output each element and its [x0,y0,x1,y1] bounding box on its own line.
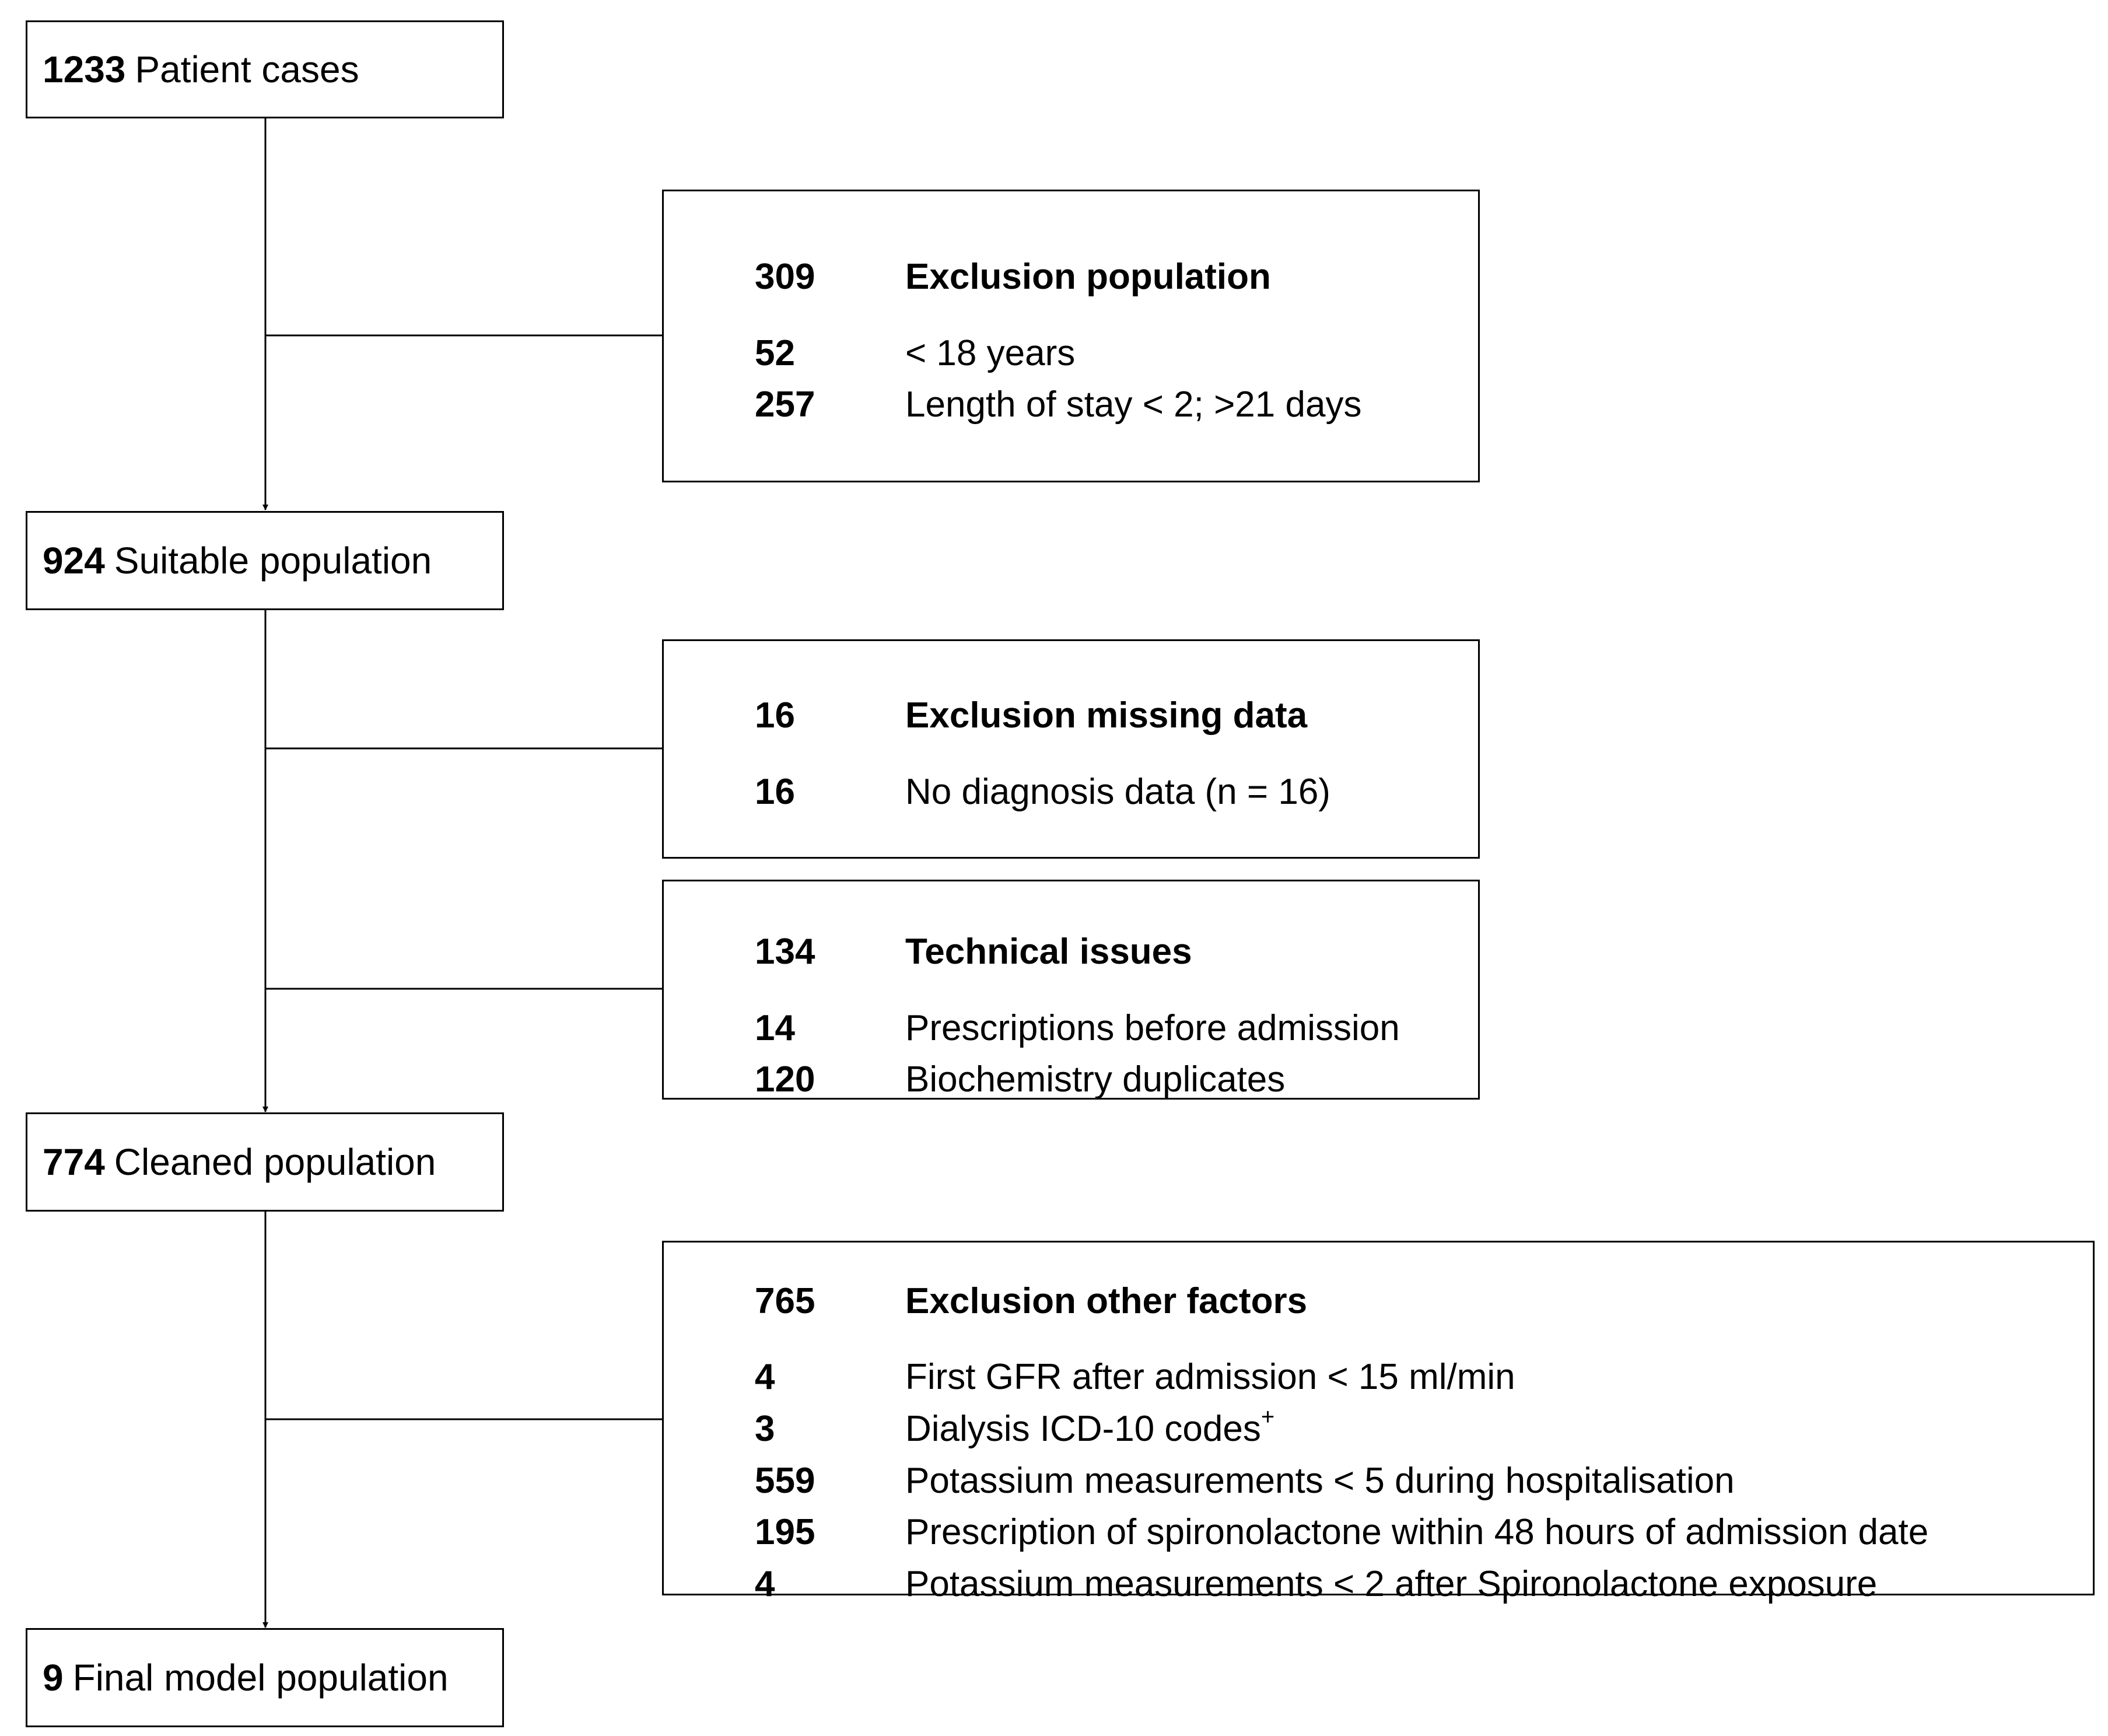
cleaned-population-count: 774 [43,1141,105,1183]
cleaned-population-label: Cleaned population [114,1141,436,1183]
item-count: 195 [755,1512,815,1552]
item-count: 14 [755,1008,795,1048]
patient-cases-count: 1233 [43,48,126,90]
item-count: 52 [755,333,795,373]
box-final-model-population: 9 Final model population [26,1628,504,1727]
item-label: First GFR after admission < 15 ml/min [905,1357,1515,1397]
item-label: < 18 years [905,333,1076,373]
item-superscript: + [1260,1404,1275,1430]
technical-issues-item: 14 Prescriptions before admission [664,1006,1478,1051]
box-technical-issues: 134 Technical issues 14 Prescriptions be… [662,880,1480,1100]
patient-cases-label: Patient cases [135,48,359,90]
exclusion-missing-data-count: 16 [755,695,795,736]
box-cleaned-population: 774 Cleaned population [26,1112,504,1212]
suitable-population-label: Suitable population [114,540,432,582]
box-exclusion-missing-data: 16 Exclusion missing data 16 No diagnosi… [662,639,1480,859]
item-count: 4 [755,1564,775,1604]
item-count: 4 [755,1357,775,1397]
box-exclusion-population: 309 Exclusion population 52 < 18 years 257 Le… [662,190,1480,482]
final-model-population-count: 9 [43,1657,64,1699]
item-label: Potassium measurements < 2 after Spirono… [905,1564,1878,1604]
technical-issues-count: 134 [755,932,815,972]
item-label: No diagnosis data (n = 16) [905,772,1330,812]
exclusion-population-item: 257 Length of stay < 2; >21 days [664,383,1478,427]
item-label: Length of stay < 2; >21 days [905,384,1362,425]
exclusion-missing-data-item: 16 No diagnosis data (n = 16) [664,770,1478,814]
item-label: Prescriptions before admission [905,1008,1400,1048]
technical-issues-item: 120 Biochemistry duplicates [664,1058,1478,1102]
exclusion-population-header: 309 Exclusion population [664,255,1478,299]
technical-issues-header: 134 Technical issues [664,930,1478,974]
box-suitable-population: 924 Suitable population [26,511,504,610]
item-label: Biochemistry duplicates [905,1059,1286,1100]
box-exclusion-other-factors: 765 Exclusion other factors 4 First GFR … [662,1241,2095,1604]
item-label: Potassium measurements < 5 during hospit… [905,1461,1735,1501]
exclusion-other-factors-header: 765 Exclusion other factors [664,1279,2093,1324]
item-label-with-superscript: Dialysis ICD-10 codes+ [905,1404,1275,1451]
item-count: 3 [755,1409,775,1449]
box-patient-cases: 1233 Patient cases [26,20,504,118]
exclusion-other-factors-item: 559 Potassium measurements < 5 during ho… [664,1459,2093,1503]
exclusion-other-factors-item: 195 Prescription of spironolactone withi… [664,1510,2093,1555]
exclusion-other-factors-count: 765 [755,1281,815,1321]
item-count: 257 [755,384,815,425]
suitable-population-count: 924 [43,540,105,582]
technical-issues-title: Technical issues [905,932,1192,972]
exclusion-population-item: 52 < 18 years [664,331,1478,376]
final-model-population-label: Final model population [72,1657,449,1699]
exclusion-missing-data-title: Exclusion missing data [905,695,1308,736]
exclusion-other-factors-title: Exclusion other factors [905,1281,1308,1321]
exclusion-missing-data-header: 16 Exclusion missing data [664,694,1478,738]
exclusion-other-factors-item: 4 Potassium measurements < 2 after Spiro… [664,1562,2093,1606]
exclusion-other-factors-item: 4 First GFR after admission < 15 ml/min [664,1355,2093,1399]
item-count: 120 [755,1059,815,1100]
exclusion-population-count: 309 [755,257,815,297]
item-count: 559 [755,1461,815,1501]
exclusion-population-title: Exclusion population [905,257,1271,297]
item-label: Dialysis ICD-10 codes [905,1409,1261,1449]
exclusion-other-factors-item: 3 Dialysis ICD-10 codes+ [664,1404,2093,1451]
item-label: Prescription of spironolactone within 48… [905,1512,1929,1552]
item-count: 16 [755,772,795,812]
